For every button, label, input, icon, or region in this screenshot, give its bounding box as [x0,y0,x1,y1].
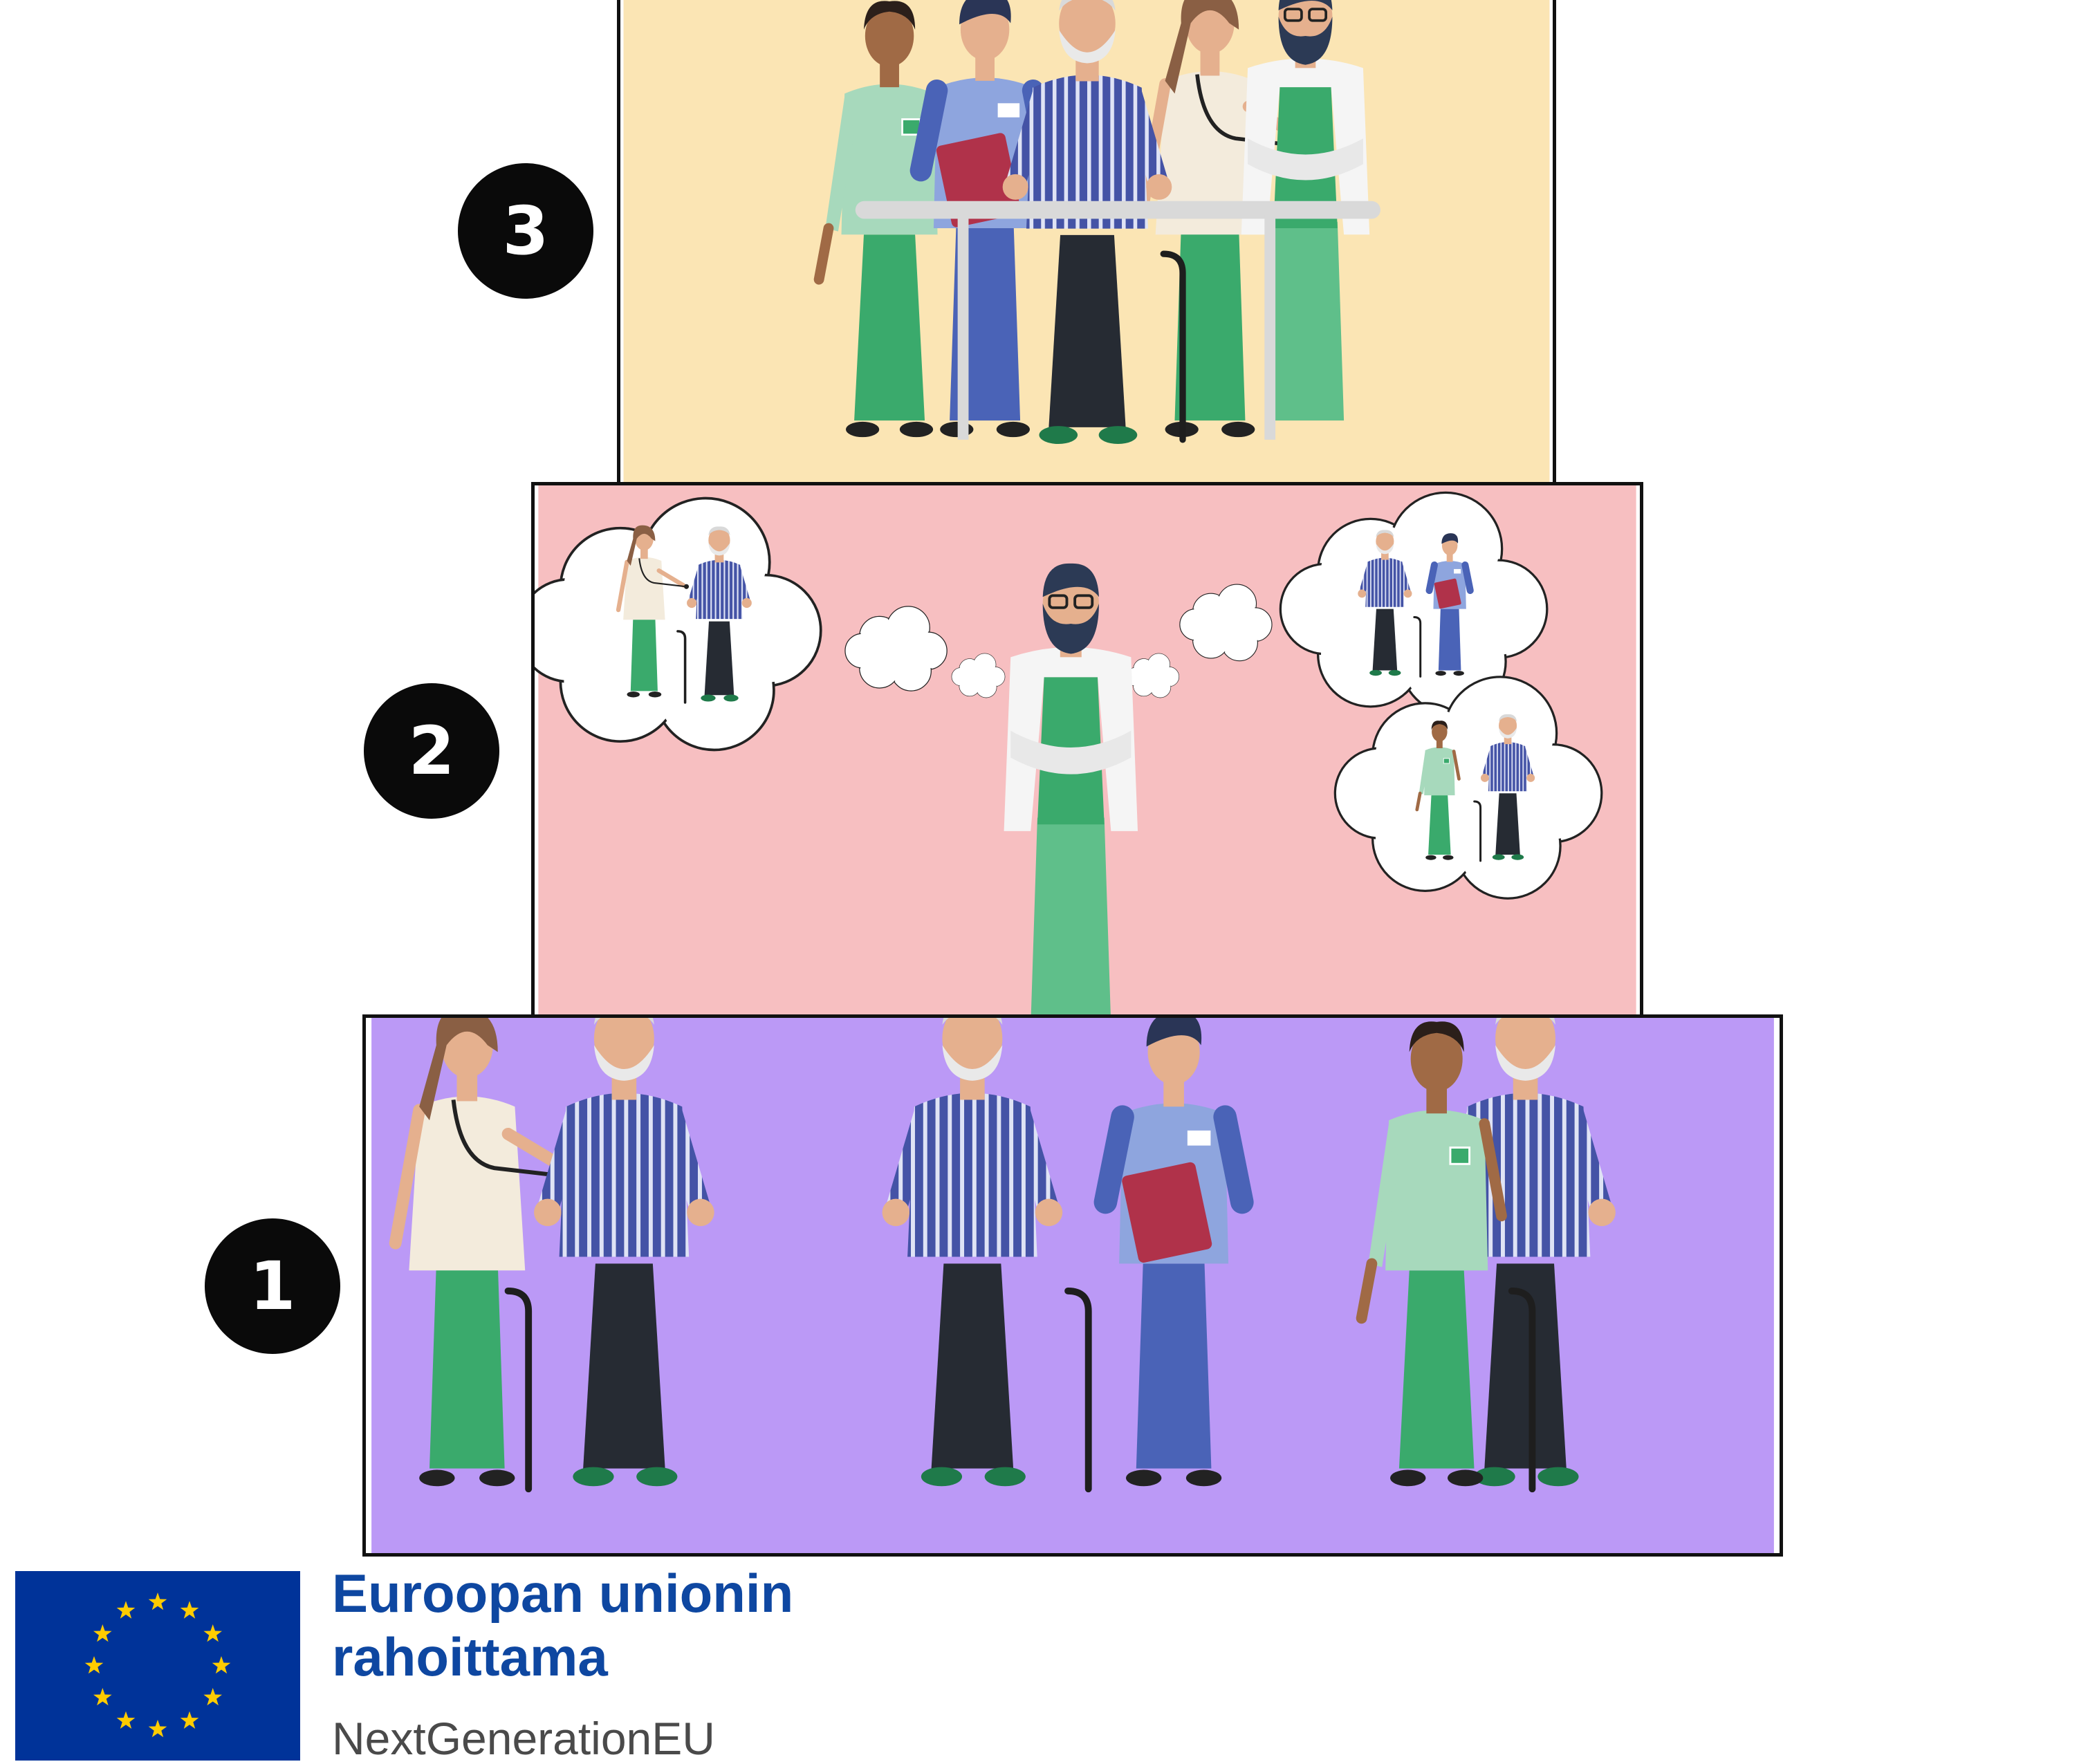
eu-star-icon [93,1688,112,1706]
eu-star-icon [116,1601,136,1619]
eu-star-icon [84,1656,104,1674]
eu-star-icon [93,1624,112,1642]
level-3-badge: 3 [458,163,593,299]
eu-star-icon [212,1656,231,1674]
level-3-panel [617,0,1556,485]
funding-label-line1: Euroopan unionin [332,1563,794,1624]
eu-star-icon [180,1601,199,1619]
eu-star-icon [180,1711,199,1729]
one-on-one-care-pairs-icon [371,1018,1774,1553]
level-2-badge: 2 [364,683,499,819]
multidisciplinary-care-team-icon [623,0,1550,482]
level-1-badge: 1 [205,1218,340,1354]
eu-star-icon [203,1624,222,1642]
eu-star-icon [148,1593,167,1610]
level-1-panel [362,1014,1783,1557]
eu-star-icon [203,1688,222,1706]
funding-label-line2: rahoittama [332,1626,608,1687]
programme-name: NextGenerationEU [332,1713,715,1764]
eu-star-icon [116,1711,136,1729]
doctor-thinking-icon [535,485,1636,1015]
eu-flag-icon [15,1571,300,1761]
level-2-panel [531,482,1643,1019]
eu-star-icon [148,1720,167,1738]
